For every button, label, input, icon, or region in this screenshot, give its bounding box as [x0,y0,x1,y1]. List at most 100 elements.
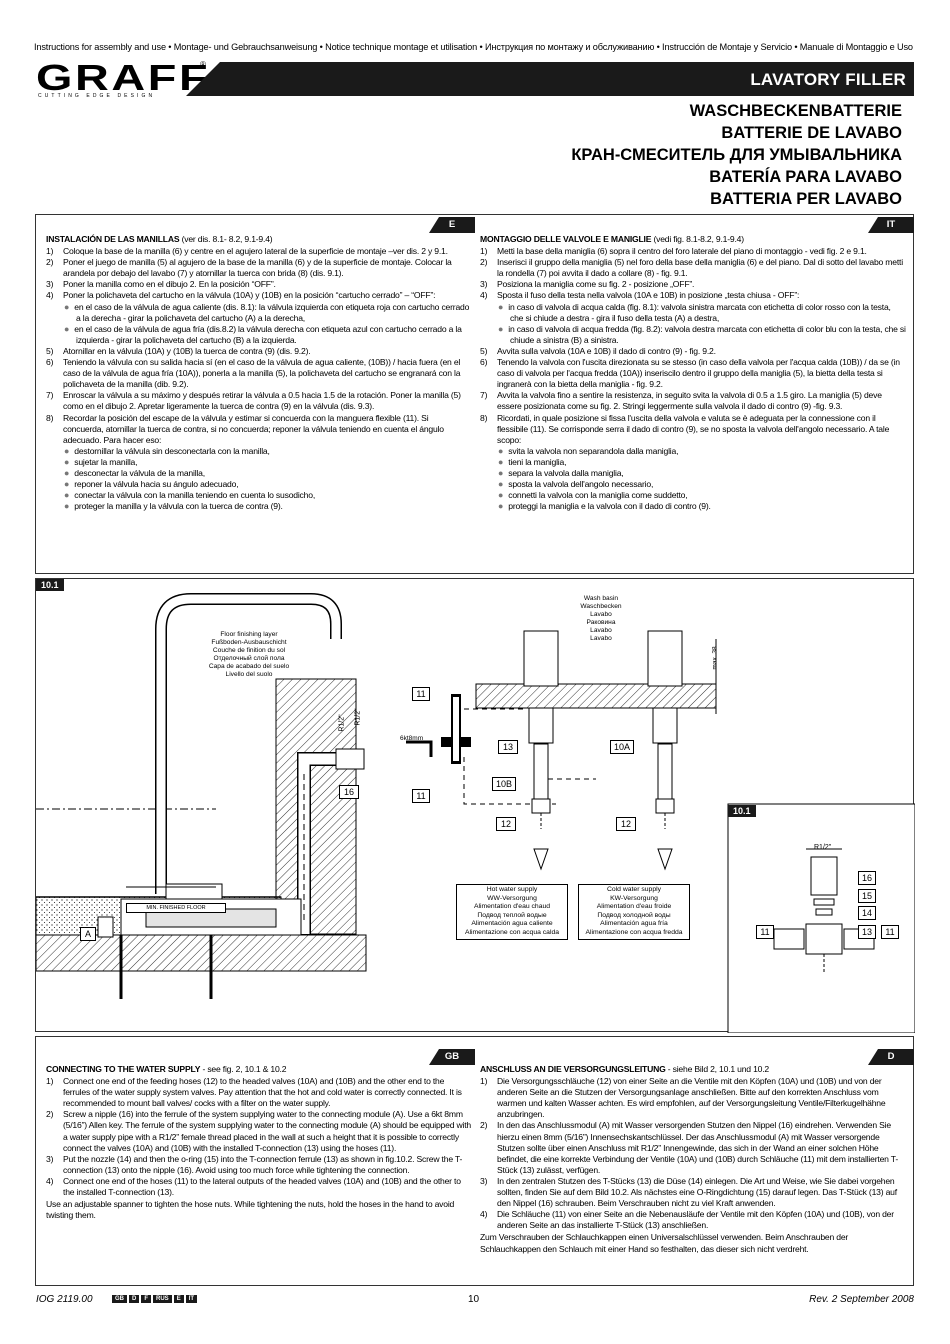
detail-part-11-right: 11 [881,925,899,939]
step-text: reponer la válvula hacia su ángulo adecu… [74,479,239,490]
step-text: Put the nozzle (14) and then the o-ring … [63,1153,463,1175]
step-text: Coloque la base de la manilla (6) y cent… [63,246,448,257]
step-item: 2)In den das Anschlussmodul (A) mit Wass… [480,1120,906,1175]
subtitle-it: BATTERIA PER LAVABO [710,190,902,208]
part-10b-label: 10B [492,777,516,791]
bullet-item: sposta la valvola dell'angolo necessario… [480,479,906,490]
detail-thread-label: R1/2" [814,844,832,851]
part-12-label-cold: 12 [616,817,636,831]
detail-part-16: 16 [858,871,876,885]
languages-line: Instructions for assembly and use • Mont… [34,42,913,52]
bullet-item: desconectar la válvula de la manilla, [46,468,471,479]
step-text: separa la valvola dalla maniglia, [508,467,624,478]
step-item: 4) Die Schläuche (11) von einer Seite an … [480,1209,906,1231]
detail-part-14: 14 [858,906,876,920]
step-item: 3)Posiziona la maniglia come su fig. 2 -… [480,279,906,290]
bullet-item: tieni la maniglia, [480,457,906,468]
step-text: sposta la valvola dell'angolo necessario… [508,479,654,490]
step-text: desconectar la válvula de la manilla, [74,467,205,478]
bullet-item: proteger la manilla y la válvula con la … [46,501,471,512]
detail-figure-label: 10.1 [728,805,756,817]
lang-tag-d: D [868,1049,914,1065]
step-text: in caso di valvola di acqua calda (fig. … [508,301,891,323]
bullet-item: proteggi la maniglia e la valvola con il… [480,501,906,512]
step-item: 2)Inserisci il gruppo della maniglia (5)… [480,257,906,279]
part-16-label: 16 [339,785,359,799]
bullet-item: connetti la valvola con la maniglia come… [480,490,906,501]
part-13-label: 13 [498,740,518,754]
step-text: Tenendo la valvola con l'uscita direzion… [497,357,900,390]
step-text: proteger la manilla y la válvula con la … [74,501,283,512]
bullet-item: en el caso de la válvula de agua fría (d… [46,324,471,346]
italian-heading: MONTAGGIO DELLE VALVOLE E MANIGLIE (vedi… [480,234,744,244]
subtitle-ru: КРАН-СМЕСИТЕЛЬ ДЛЯ УМЫВАЛЬНИКА [571,146,902,164]
english-note: Use an adjustable spanner to tighten the… [46,1199,455,1221]
german-steps: 1)Die Versorgungsschläuche (12) von eine… [480,1076,906,1231]
step-number: 7) [480,390,488,401]
language-badge: RUS [153,1295,172,1303]
step-number: 1) [46,246,54,257]
step-number: 4) [46,1175,54,1186]
product-title: LAVATORY FILLER [750,70,906,89]
step-text: Poner la manilla como en el dibujo 2. En… [63,279,276,290]
step-number: 2) [46,1109,54,1120]
german-heading: ANSCHLUSS AN DIE VERSORGUNGSLEITUNG - si… [480,1064,770,1074]
step-text: tieni la maniglia, [508,456,567,467]
step-item: 4)Connect one end of the hoses (11) to t… [46,1176,471,1198]
page-number: 10 [468,1294,480,1305]
step-number: 3) [46,1153,54,1164]
step-item: 8)Ricordati, in quale posizione si fissa… [480,413,906,446]
german-note: Zum Verschrauben der Schlauchkappen eine… [480,1232,849,1254]
italian-steps: 1)Metti la base della maniglia (6) sopra… [480,246,906,512]
step-item: 4)Poner la polichaveta del cartucho en l… [46,290,471,301]
figure-label: 10.1 [36,579,64,591]
step-item: 1)Metti la base della maniglia (6) sopra… [480,246,906,257]
bullet-item: in caso di valvola di acqua calda (fig. … [480,302,906,324]
step-text: in caso di valvola di acqua fredda (fig.… [508,323,906,345]
installation-drawing [36,593,915,1033]
thread-label-b: R1/2" [354,708,362,726]
step-number: 4) [46,290,54,301]
step-number: 6) [480,357,488,368]
allen-key-label: 6kt8mm [400,735,424,742]
step-item: 7) Avvita la valvola fino a sentire la re… [480,390,906,412]
water-supply-section: GB D CONNECTING TO THE WATER SUPPLY - se… [35,1036,914,1286]
step-item: 1)Connect one end of the feeding hoses (… [46,1076,471,1109]
step-item: 6) Tenendo la valvola con l'uscita direzi… [480,357,906,390]
figure-10-1: 10.1 [35,578,915,1033]
assembly-section: E IT INSTALACIÓN DE LAS MANILLAS (ver di… [35,214,914,574]
step-text: svita la valvola non separandola dalla m… [508,445,679,456]
step-text: Screw a nipple (16) into the ferrule of … [63,1109,471,1153]
bullet-item: conectar la válvula con la manilla tenie… [46,490,471,501]
step-text: Teniendo la válvula con su salida hacia … [63,357,461,390]
step-text: Atornillar en la válvula (10A) y (10B) l… [63,345,311,356]
step-item: 3)In den zentralen Stutzen des T-Stücks … [480,1176,906,1209]
step-item: 5)Atornillar en la válvula (10A) y (10B)… [46,346,471,357]
bullet-item: reponer la válvula hacia su ángulo adecu… [46,479,471,490]
step-number: 8) [480,412,488,423]
bullet-item: separa la valvola dalla maniglia, [480,468,906,479]
subtitle-fr: BATTERIE DE LAVABO [721,124,902,142]
bullet-item: destornillar la válvula sin desconectarl… [46,446,471,457]
step-text: Avvita la valvola fino a sentire la resi… [497,390,882,412]
step-number: 4) [480,290,488,301]
step-text: Die Schläuche (11) von einer Seite an di… [497,1209,894,1231]
step-number: 5) [480,345,488,356]
registered-mark: ® [200,60,206,69]
step-text: destornillar la válvula sin desconectarl… [74,445,270,456]
step-number: 6) [46,357,54,368]
german-instructions: ANSCHLUSS AN DIE VERSORGUNGSLEITUNG - si… [480,1064,906,1255]
part-11-label-top: 11 [412,687,430,701]
step-text: Enroscar la válvula a su máximo y despué… [63,390,461,412]
thread-label-a: R1/2" [338,714,346,732]
subtitle-de: WASCHBECKENBATTERIE [689,102,902,120]
step-text: sujetar la manilla, [74,456,138,467]
step-text: Die Versorgungsschläuche (12) von einer … [497,1076,886,1120]
step-text: connetti la valvola con la maniglia come… [508,490,688,501]
step-text: en el caso de la válvula de agua fría (d… [74,323,462,345]
step-number: 4) [480,1209,488,1220]
